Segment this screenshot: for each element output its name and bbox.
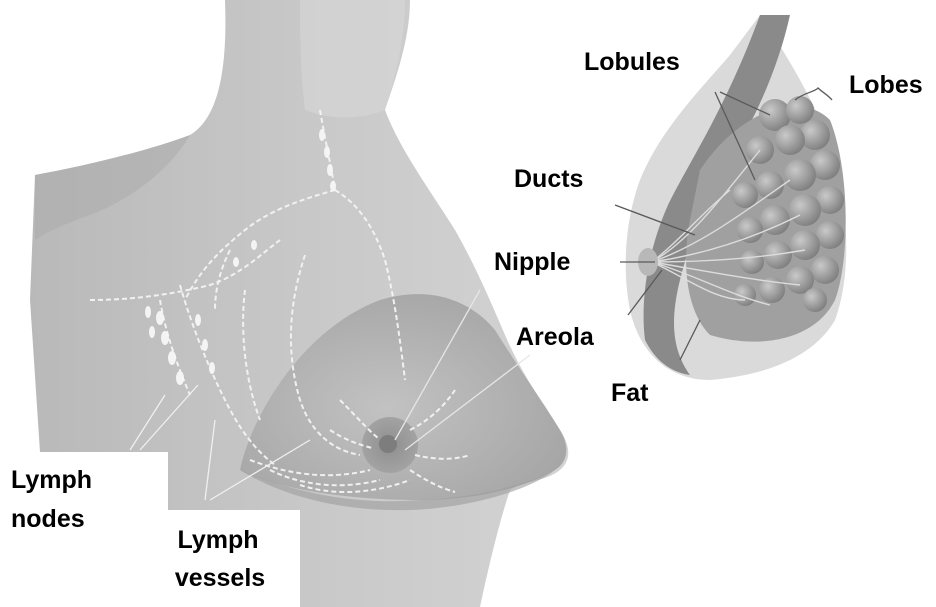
label-nipple: Nipple [494, 247, 570, 278]
neck-highlight [300, 0, 405, 118]
label-lymph-nodes-line1: Lymph [11, 465, 92, 496]
label-lymph-nodes-line2: nodes [11, 504, 85, 535]
label-lobes: Lobes [849, 70, 923, 101]
label-lymph-vessels-line1: Lymph [168, 525, 268, 556]
label-areola: Areola [516, 322, 594, 353]
label-fat: Fat [611, 378, 649, 409]
nipple-shape [379, 435, 397, 453]
label-lymph-vessels-line2: vessels [166, 563, 274, 594]
label-lobules: Lobules [584, 47, 680, 78]
label-ducts: Ducts [514, 164, 583, 195]
